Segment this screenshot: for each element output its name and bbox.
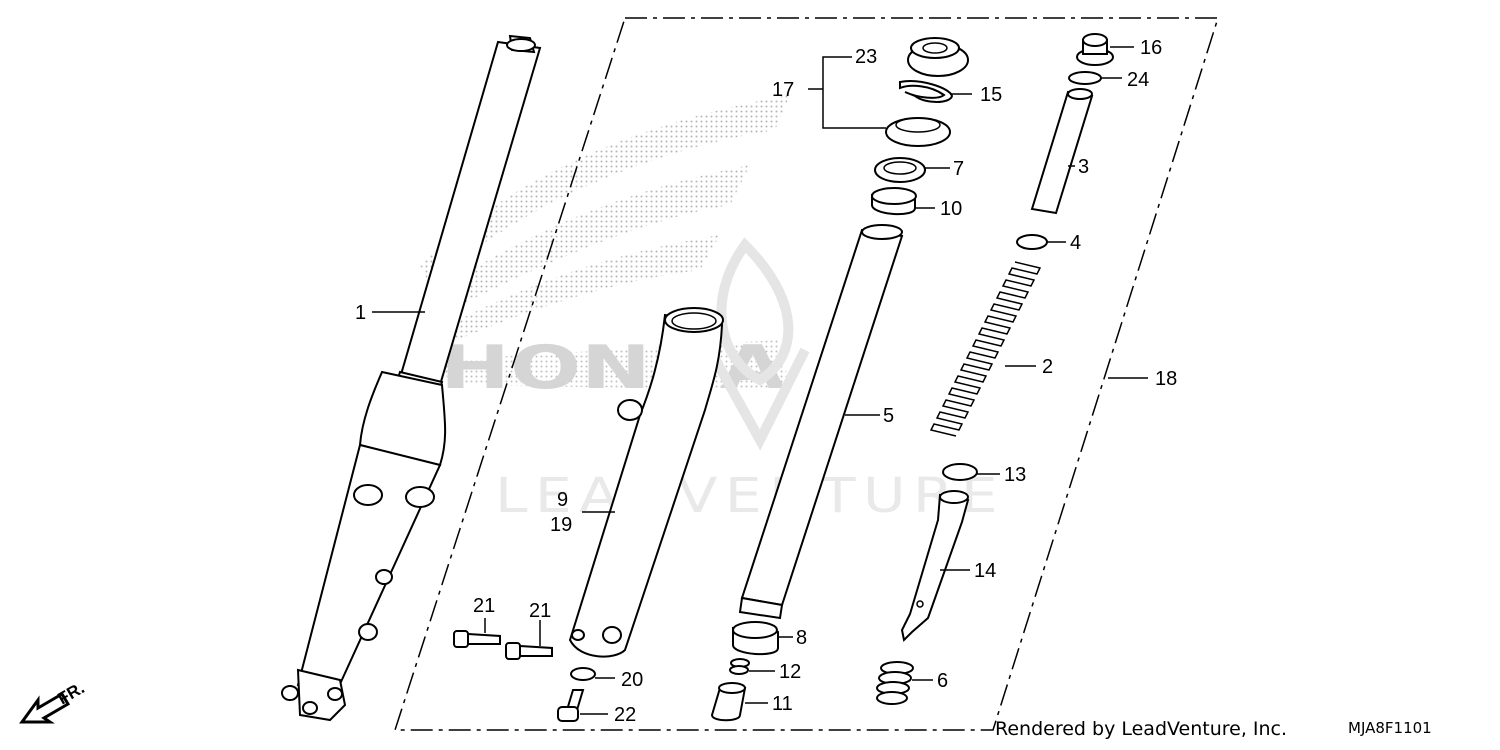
part-16-fork-bolt [1076,33,1114,66]
part-4-spring-seat [1016,234,1048,250]
part-21-bolt-b [505,642,553,660]
callout-7: 7 [953,158,964,180]
fork-assembly-boundary [393,17,1220,731]
part-13-piston-ring [942,463,978,481]
part-15-stopper-ring [899,80,954,103]
part-3-spring-collar [1030,88,1094,215]
callout-14: 14 [974,560,996,582]
callout-15: 15 [980,84,1002,106]
part-22-socket-bolt [557,689,585,722]
callout-16: 16 [1140,37,1162,59]
honda-wing-watermark: HONDA [420,95,790,403]
leadventure-flame-watermark [705,237,810,451]
part-6-rebound-spring [876,661,914,705]
callout-21-b: 21 [529,600,551,622]
callout-6: 6 [937,670,948,692]
callout-4: 4 [1070,232,1081,254]
callout-3: 3 [1078,156,1089,178]
callout-9: 9 [557,489,568,511]
callout-10: 10 [940,198,962,220]
callout-13: 13 [1004,464,1026,486]
part-14-damper-rod [900,490,970,643]
callout-5: 5 [883,405,894,427]
part-8-oil-lock-piece [732,621,779,656]
callout-24: 24 [1127,69,1149,91]
part-23-oil-seal [907,37,969,77]
diagram-code: MJA8F1101 [1348,719,1432,737]
part-11-bushing [710,682,747,722]
callout-22: 22 [614,704,636,726]
leadventure-text-watermark: LEADVENTURE [495,468,1005,524]
callout-21-a: 21 [473,595,495,617]
part-1-front-fork [281,34,542,722]
callout-19: 19 [550,514,572,536]
part-20-washer [570,667,596,681]
part-10-guide-bushing [871,187,917,216]
callout-23: 23 [855,46,877,68]
part-5-fork-pipe [738,224,904,620]
callout-2: 2 [1042,356,1053,378]
callout-1: 1 [355,302,366,324]
callout-20: 20 [621,669,643,691]
rendered-by-credit: Rendered by LeadVenture, Inc. [995,718,1288,740]
part-9-fork-slider [568,307,724,658]
part-12-small-spring [729,658,750,675]
part-21-bolt-a [453,630,501,648]
callout-12: 12 [779,661,801,683]
callout-17: 17 [772,79,794,101]
callout-8: 8 [796,627,807,649]
part-7-backup-ring [874,157,926,183]
part-24-o-ring [1068,71,1102,85]
part-17-seal-lower [885,117,951,147]
callout-11: 11 [772,693,793,715]
callout-labels: 1 2 3 4 5 6 7 8 9 19 10 11 12 13 14 15 1… [355,37,1177,726]
leader-lines [372,46,1148,715]
front-direction-indicator: FR. [19,678,88,724]
part-2-fork-spring [929,261,1042,437]
front-arrow-icon [19,691,71,724]
callout-18: 18 [1155,368,1177,390]
